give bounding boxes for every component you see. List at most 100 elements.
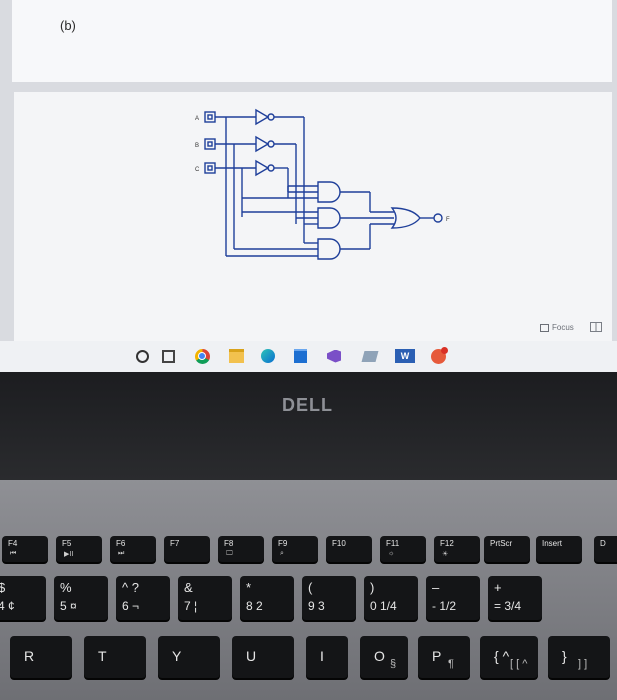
input-label-a: A [195, 116, 199, 122]
key-o[interactable]: O§ [360, 636, 408, 678]
and-gate-3 [317, 238, 341, 260]
key-f9[interactable]: F9 ⌕ [272, 536, 318, 562]
key-label: F10 [332, 539, 346, 548]
key-i[interactable]: I [306, 636, 348, 678]
key-label: % [60, 580, 72, 595]
input-switch-c [204, 162, 216, 174]
key-number-5[interactable]: (9 3 [302, 576, 356, 620]
store-icon[interactable] [292, 348, 308, 364]
key-d[interactable]: D [594, 536, 617, 562]
key-sublabel: 8 2 [246, 599, 263, 613]
chrome-icon[interactable] [193, 348, 211, 364]
key-insert[interactable]: Insert [536, 536, 582, 562]
focus-label: Focus [552, 323, 574, 332]
key-label: ^ ? [122, 580, 139, 595]
key-f8[interactable]: F8 🖵 [218, 536, 264, 562]
key-sublabel: 5 ¤ [60, 599, 77, 613]
output-probe-f [433, 213, 443, 223]
key-label: I [320, 648, 324, 664]
key-f6[interactable]: F6⏭ [110, 536, 156, 562]
key-number-1[interactable]: % 5 ¤ [54, 576, 108, 620]
key-sublabel: 6 ¬ [122, 599, 140, 613]
key-label: F12 [440, 539, 454, 548]
edge-icon[interactable] [259, 348, 277, 364]
key-f5[interactable]: F5 ▶II [56, 536, 102, 562]
key-sublabel: [ [ ^ [510, 658, 528, 670]
key-y[interactable]: Y [158, 636, 220, 678]
windows-taskbar: W [0, 341, 617, 372]
key-}[interactable]: } ] ] [548, 636, 610, 678]
key-sublabel: ⏮ [10, 550, 17, 557]
key-f7[interactable]: F7 [164, 536, 210, 562]
key-number-0[interactable]: $4 ¢ [0, 576, 46, 620]
output-label-f: F [446, 217, 450, 223]
brand-logo: DELL [282, 395, 333, 415]
key-label: $ [0, 580, 6, 595]
key-sublabel: ☼ [388, 550, 395, 557]
key-label: F11 [386, 539, 400, 548]
key-f11[interactable]: F11 ☼ [380, 536, 426, 562]
key-label: F4 [8, 539, 18, 548]
key-t[interactable]: T [84, 636, 146, 678]
key-sublabel: ⌕ [280, 550, 284, 557]
key-label: – [432, 580, 440, 595]
key-sublabel: 0 1/4 [370, 599, 397, 613]
key-number-6[interactable]: ) 0 1/4 [364, 576, 418, 620]
not-gate-c [255, 159, 270, 177]
key-sublabel: 4 ¢ [0, 599, 15, 613]
key-p[interactable]: P¶ [418, 636, 470, 678]
document-page-top: (b) [12, 0, 612, 82]
key-number-8[interactable]: += 3/4 [488, 576, 542, 620]
key-label: R [24, 648, 35, 664]
part-label: (b) [60, 18, 76, 33]
key-label: Insert [542, 539, 563, 548]
key-r[interactable]: R [10, 636, 72, 678]
key-prtscr[interactable]: PrtScr [484, 536, 530, 562]
key-number-4[interactable]: * 8 2 [240, 576, 294, 620]
key-sublabel: ☀ [442, 551, 449, 558]
input-switch-b [204, 138, 216, 150]
key-label: ) [370, 580, 375, 595]
key-sublabel: 🖵 [226, 550, 233, 557]
key-label: P [432, 648, 442, 664]
and-gate-1 [317, 181, 341, 203]
key-label: F5 [62, 539, 72, 548]
search-icon[interactable] [134, 348, 150, 364]
focus-mode-button[interactable]: Focus [540, 323, 574, 332]
key-f10[interactable]: F10 [326, 536, 372, 562]
key-number-2[interactable]: ^ ? 6 ¬ [116, 576, 170, 620]
input-switch-a [204, 111, 216, 123]
input-label-c: C [195, 167, 200, 173]
key-{ ^[interactable]: { ^[ [ ^ [480, 636, 538, 678]
logic-circuit-diagram: A B C F [195, 108, 450, 260]
key-sublabel: ] ] [578, 658, 588, 670]
word-icon[interactable]: W [393, 348, 417, 364]
key-f12[interactable]: F12 ☀ [434, 536, 480, 562]
key-label: * [246, 580, 252, 595]
key-label: & [184, 580, 193, 595]
task-view-icon[interactable] [160, 348, 176, 364]
notification-app-icon[interactable] [429, 346, 448, 364]
key-number-7[interactable]: –- 1/2 [426, 576, 480, 620]
print-layout-icon[interactable] [590, 322, 602, 332]
laptop-screen: (b) [0, 0, 617, 372]
key-f4[interactable]: F4 ⏮ [2, 536, 48, 562]
laptop-bezel [0, 372, 617, 480]
key-sublabel: ▶II [64, 551, 74, 558]
key-u[interactable]: U [232, 636, 294, 678]
key-sublabel: 7 ¦ [184, 599, 198, 613]
key-sublabel: ¶ [448, 658, 454, 670]
key-label: F6 [116, 539, 126, 548]
visual-studio-icon[interactable] [325, 348, 343, 364]
file-explorer-icon[interactable] [227, 348, 245, 364]
focus-icon [540, 323, 549, 332]
key-label: F9 [278, 539, 288, 548]
key-number-3[interactable]: & 7 ¦ [178, 576, 232, 620]
not-gate-b [255, 135, 270, 153]
key-label: Y [172, 648, 182, 664]
key-label: { ^ [494, 648, 510, 664]
key-label: } [562, 648, 567, 664]
key-label: + [494, 580, 502, 595]
key-label: F8 [224, 539, 234, 548]
app-icon[interactable] [361, 348, 379, 364]
